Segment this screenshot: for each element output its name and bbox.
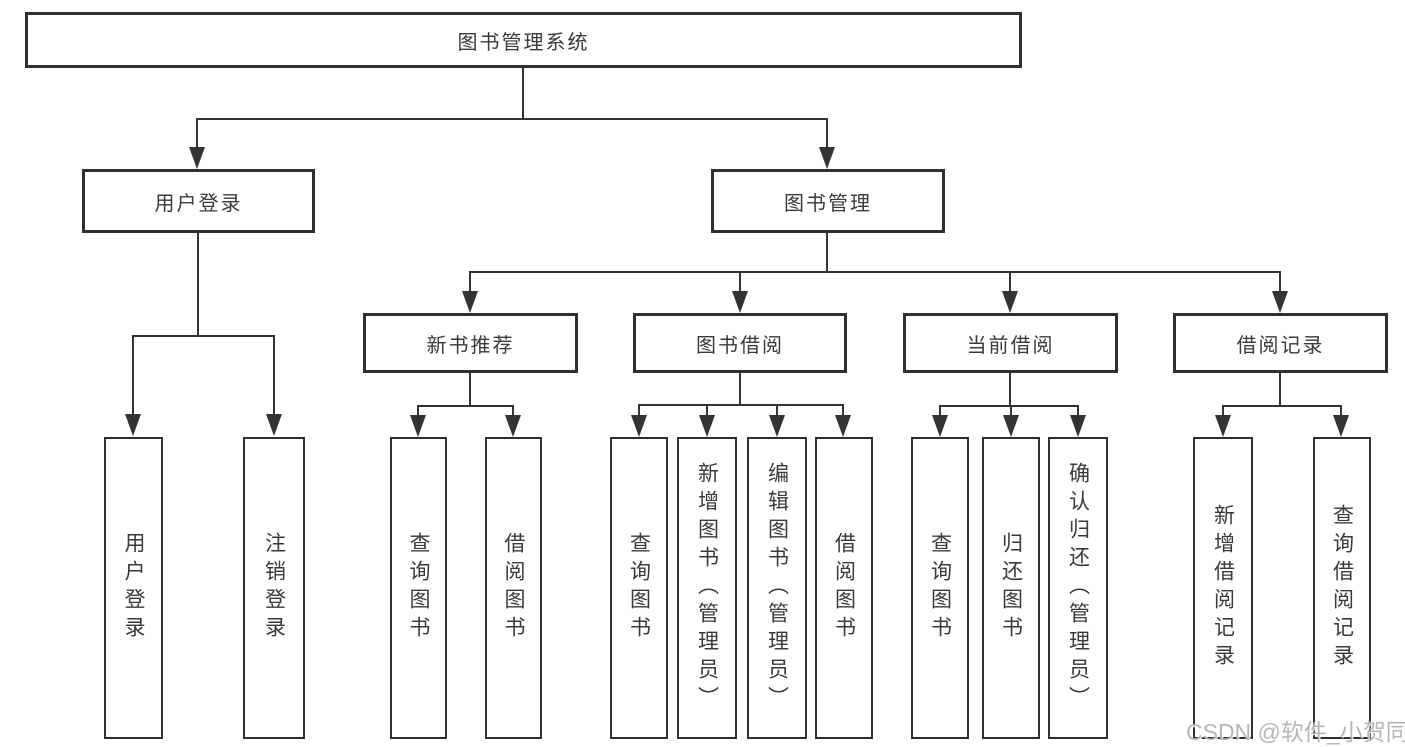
node-label: 查询图书 bbox=[407, 532, 430, 644]
connector-line bbox=[1009, 271, 1011, 292]
arrow-down-icon bbox=[125, 414, 141, 436]
node-library-management-system: 图书管理系统 bbox=[25, 12, 1022, 68]
arrow-down-icon bbox=[505, 415, 521, 437]
node-label: 注销登录 bbox=[262, 532, 286, 644]
connector-line bbox=[469, 373, 471, 405]
arrow-down-icon bbox=[1003, 415, 1019, 437]
node-return-books: 归还图书 bbox=[982, 437, 1040, 739]
connector-line bbox=[197, 233, 199, 335]
node-label: 新增图书（管理员） bbox=[695, 462, 719, 714]
node-current-borrowing: 当前借阅 bbox=[903, 313, 1118, 373]
connector-line bbox=[638, 404, 844, 406]
node-label: 归还图书 bbox=[999, 532, 1023, 644]
node-label: 确认归还（管理员） bbox=[1066, 462, 1090, 714]
arrow-down-icon bbox=[410, 415, 426, 437]
node-confirm-return-admin: 确认归还（管理员） bbox=[1048, 437, 1108, 739]
node-label: 新增借阅记录 bbox=[1211, 504, 1235, 672]
connector-line bbox=[739, 373, 741, 405]
node-add-books-admin: 新增图书（管理员） bbox=[677, 437, 737, 739]
arrow-down-icon bbox=[189, 147, 205, 169]
connector-line bbox=[512, 405, 514, 416]
node-label: 编辑图书（管理员） bbox=[765, 462, 789, 714]
connector-line bbox=[826, 233, 828, 271]
arrow-down-icon bbox=[732, 291, 748, 313]
arrow-down-icon bbox=[699, 415, 715, 437]
connector-line bbox=[939, 405, 941, 416]
node-book-borrowing: 图书借阅 bbox=[633, 313, 847, 373]
connector-line bbox=[417, 405, 514, 407]
connector-line bbox=[1010, 405, 1012, 416]
arrow-down-icon bbox=[1333, 415, 1349, 437]
connector-line bbox=[1077, 405, 1079, 416]
connector-line bbox=[469, 271, 1281, 273]
connector-line bbox=[739, 271, 741, 292]
node-borrowing-records: 借阅记录 bbox=[1173, 313, 1388, 373]
node-new-book-recommendation: 新书推荐 bbox=[363, 313, 578, 373]
arrow-down-icon bbox=[932, 415, 948, 437]
arrow-down-icon bbox=[835, 415, 851, 437]
node-query-books-2: 查询图书 bbox=[610, 437, 668, 739]
connector-line bbox=[842, 404, 844, 416]
connector-line bbox=[273, 335, 275, 415]
connector-line bbox=[638, 404, 640, 416]
node-logout-leaf: 注销登录 bbox=[243, 437, 305, 739]
connector-line bbox=[1279, 373, 1281, 405]
node-user-login: 用户登录 bbox=[82, 169, 315, 233]
node-edit-books-admin: 编辑图书（管理员） bbox=[747, 437, 807, 739]
node-label: 用户登录 bbox=[122, 532, 145, 644]
node-query-borrow-record: 查询借阅记录 bbox=[1313, 437, 1371, 739]
arrow-down-icon bbox=[1002, 291, 1018, 313]
node-book-management: 图书管理 bbox=[711, 169, 945, 233]
node-user-login-leaf: 用户登录 bbox=[104, 437, 163, 739]
arrow-down-icon bbox=[1070, 415, 1086, 437]
connector-line bbox=[706, 404, 708, 416]
arrow-down-icon bbox=[769, 415, 785, 437]
connector-line bbox=[776, 404, 778, 416]
connector-line bbox=[132, 335, 134, 415]
connector-line bbox=[132, 335, 275, 337]
connector-line bbox=[417, 405, 419, 416]
connector-line bbox=[469, 271, 471, 292]
arrow-down-icon bbox=[1215, 415, 1231, 437]
connector-line bbox=[196, 118, 198, 148]
node-label: 借阅图书 bbox=[832, 532, 856, 644]
connector-line bbox=[196, 118, 828, 120]
watermark-csdn: CSDN @软件_小贺同学 bbox=[1186, 719, 1405, 745]
node-borrow-books-1: 借阅图书 bbox=[485, 437, 542, 739]
node-label: 查询借阅记录 bbox=[1330, 504, 1354, 672]
arrow-down-icon bbox=[631, 415, 647, 437]
connector-line bbox=[826, 118, 828, 148]
arrow-down-icon bbox=[819, 147, 835, 169]
connector-line bbox=[1009, 373, 1011, 405]
node-label: 查询图书 bbox=[627, 532, 651, 644]
node-label: 借阅图书 bbox=[502, 532, 525, 644]
connector-line bbox=[1340, 405, 1342, 416]
connector-line bbox=[1222, 405, 1342, 407]
node-label: 查询图书 bbox=[928, 532, 952, 644]
connector-line bbox=[1279, 271, 1281, 292]
node-query-books-1: 查询图书 bbox=[390, 437, 447, 739]
connector-line bbox=[1222, 405, 1224, 416]
node-query-books-3: 查询图书 bbox=[911, 437, 969, 739]
node-borrow-books-2: 借阅图书 bbox=[815, 437, 873, 739]
node-add-borrow-record: 新增借阅记录 bbox=[1193, 437, 1253, 739]
connector-line bbox=[939, 405, 1079, 407]
arrow-down-icon bbox=[266, 414, 282, 436]
arrow-down-icon bbox=[1272, 291, 1288, 313]
arrow-down-icon bbox=[462, 291, 478, 313]
connector-line bbox=[522, 68, 524, 118]
